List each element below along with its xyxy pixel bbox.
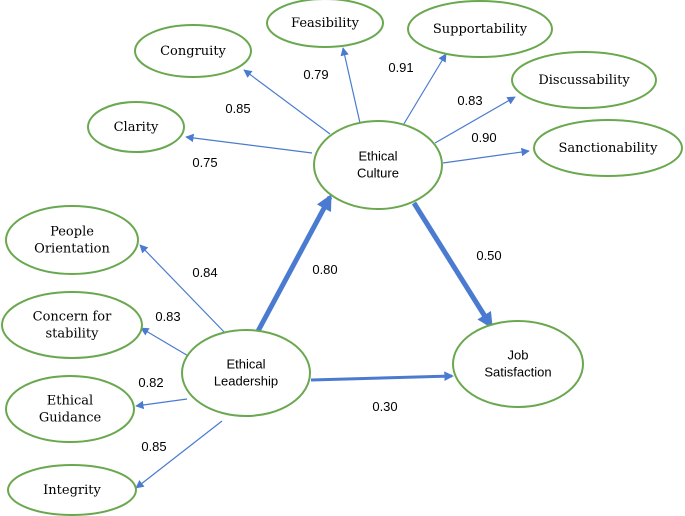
edge-ethical-leadership-to-integrity bbox=[135, 420, 223, 489]
node-label: Leadership bbox=[214, 374, 278, 389]
edge-weight-label: 0.75 bbox=[192, 155, 217, 170]
node-ellipse bbox=[7, 464, 137, 516]
node-label: People bbox=[50, 225, 94, 240]
node-ellipse bbox=[181, 329, 311, 417]
node-discussability: Discussability bbox=[511, 51, 657, 109]
node-ellipse bbox=[533, 119, 683, 177]
edge-weight-label: 0.91 bbox=[388, 60, 413, 75]
node-supportability: Supportability bbox=[407, 0, 553, 58]
node-label: Clarity bbox=[114, 120, 159, 135]
node-ellipse bbox=[134, 24, 252, 78]
node-ellipse bbox=[5, 375, 135, 443]
edge-ethical-leadership-to-concern-for-stability bbox=[140, 327, 191, 358]
node-label: Culture bbox=[357, 166, 399, 181]
edge-ethical-culture-to-sanctionability bbox=[442, 147, 530, 164]
edge-weight-label: 0.90 bbox=[471, 130, 496, 145]
node-ellipse bbox=[5, 205, 139, 275]
node-label: Integrity bbox=[43, 483, 101, 498]
node-integrity: Integrity bbox=[7, 464, 137, 516]
node-clarity: Clarity bbox=[87, 101, 185, 153]
node-ellipse bbox=[266, 0, 384, 48]
edge-weight-label: 0.30 bbox=[372, 399, 397, 414]
edge-weight-label: 0.79 bbox=[303, 67, 328, 82]
edge-ethical-culture-to-clarity bbox=[185, 133, 313, 154]
node-ellipse bbox=[407, 0, 553, 58]
edge-ethical-leadership-to-ethical-culture bbox=[254, 194, 333, 335]
node-label: Ethical bbox=[226, 357, 265, 372]
node-label: Job bbox=[508, 348, 529, 363]
node-ellipse bbox=[511, 51, 657, 109]
node-ellipse bbox=[452, 320, 584, 408]
node-sanctionability: Sanctionability bbox=[533, 119, 683, 177]
node-label: Satisfaction bbox=[484, 365, 551, 380]
edge-weight-label: 0.80 bbox=[312, 262, 337, 277]
edge-weight-label: 0.84 bbox=[192, 265, 217, 280]
edge-weight-label: 0.50 bbox=[476, 248, 501, 263]
node-feasibility: Feasibility bbox=[266, 0, 384, 48]
node-label: Ethical bbox=[358, 149, 397, 164]
node-label: Guidance bbox=[39, 411, 102, 426]
edge-weight-label: 0.82 bbox=[138, 375, 163, 390]
node-label: stability bbox=[45, 327, 99, 342]
edge-weight-label: 0.85 bbox=[141, 439, 166, 454]
edge-weight-label: 0.83 bbox=[457, 93, 482, 108]
node-label: Congruity bbox=[160, 44, 226, 59]
edge-weight-label: 0.83 bbox=[155, 309, 180, 324]
node-label: Discussability bbox=[538, 73, 630, 88]
edge-ethical-culture-to-discussability bbox=[434, 96, 516, 144]
node-label: Feasibility bbox=[291, 16, 360, 31]
edge-ethical-culture-to-congruity bbox=[243, 69, 331, 135]
edge-ethical-leadership-to-job-satisfaction bbox=[310, 371, 454, 382]
node-label: Supportability bbox=[433, 22, 528, 37]
edge-ethical-leadership-to-people-orientation bbox=[139, 244, 229, 337]
edge-ethical-culture-to-job-satisfaction bbox=[411, 201, 494, 329]
edge-weight-label: 0.85 bbox=[225, 101, 250, 116]
node-concern-for-stability: Concern for stability bbox=[1, 291, 143, 359]
node-ellipse bbox=[87, 101, 185, 153]
node-ellipse bbox=[313, 120, 443, 210]
node-label: Orientation bbox=[34, 242, 110, 257]
node-label: Sanctionability bbox=[558, 141, 658, 156]
node-label: Concern for bbox=[33, 310, 112, 325]
edge-ethical-culture-to-supportability bbox=[401, 53, 447, 128]
node-congruity: Congruity bbox=[134, 24, 252, 78]
node-ellipse bbox=[1, 291, 143, 359]
node-label: Ethical bbox=[47, 394, 93, 409]
edge-ethical-leadership-to-ethical-guidance bbox=[135, 398, 188, 410]
edge-ethical-culture-to-feasibility bbox=[340, 47, 361, 124]
